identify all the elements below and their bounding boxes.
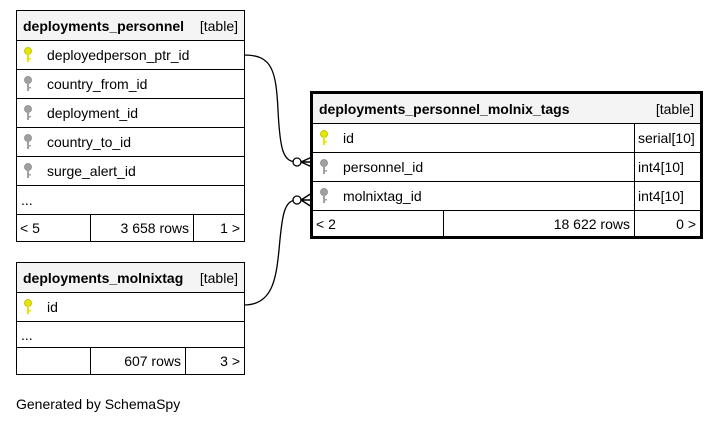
more-columns: ...: [21, 192, 33, 208]
column-name: id: [343, 130, 354, 146]
foreign-key-icon: [320, 188, 328, 203]
relationship-personnel-optional-marker: [292, 157, 302, 167]
column-name: deployedperson_ptr_id: [47, 47, 190, 63]
column-row[interactable]: country_from_id: [17, 70, 244, 99]
parents-count[interactable]: < 5: [17, 215, 91, 241]
column-type: int4[10]: [634, 153, 700, 181]
table-kind: [table]: [199, 269, 238, 286]
children-count: 0 >: [676, 215, 696, 232]
row-count: 3 658 rows: [91, 215, 194, 241]
column-row[interactable]: deployedperson_ptr_id: [17, 41, 244, 70]
table-footer: 607 rows 3 >: [17, 348, 244, 374]
relationship-personnel-link: [243, 54, 298, 163]
primary-key-icon: [320, 130, 328, 145]
column-name: id: [47, 299, 58, 315]
column-name: surge_alert_id: [47, 163, 136, 179]
table-deployments-molnixtag[interactable]: deployments_molnixtag [table] id ... 607…: [16, 262, 245, 375]
table-deployments-personnel-molnix-tags[interactable]: deployments_personnel_molnix_tags [table…: [310, 91, 703, 239]
parents-count: [17, 348, 91, 374]
primary-key-icon: [24, 47, 32, 62]
column-name: molnixtag_id: [343, 188, 422, 204]
table-header[interactable]: deployments_molnixtag [table]: [17, 263, 244, 293]
table-kind: [table]: [655, 100, 694, 117]
parents-count[interactable]: < 2: [313, 211, 444, 236]
more-columns-row[interactable]: ...: [17, 186, 244, 215]
foreign-key-icon: [24, 105, 32, 120]
row-count: 18 622 rows: [444, 211, 635, 236]
table-name: deployments_personnel: [23, 17, 185, 34]
foreign-key-icon: [24, 76, 32, 91]
table-header[interactable]: deployments_personnel [table]: [17, 11, 244, 41]
table-name: deployments_personnel_molnix_tags: [319, 100, 570, 117]
children-count[interactable]: 3 >: [220, 353, 240, 369]
column-row[interactable]: personnel_id int4[10]: [313, 153, 700, 182]
column-row[interactable]: id serial[10]: [313, 124, 700, 153]
column-name: country_from_id: [47, 76, 148, 92]
column-name: deployment_id: [47, 105, 139, 121]
column-row[interactable]: deployment_id: [17, 99, 244, 128]
column-name: country_to_id: [47, 134, 132, 150]
column-row[interactable]: id: [17, 293, 244, 322]
table-header[interactable]: deployments_personnel_molnix_tags [table…: [313, 94, 700, 124]
more-columns-row[interactable]: ...: [17, 322, 244, 348]
table-footer: < 5 3 658 rows 1 >: [17, 215, 244, 241]
column-row[interactable]: molnixtag_id int4[10]: [313, 182, 700, 211]
column-name: personnel_id: [343, 159, 424, 175]
row-count: 607 rows: [91, 348, 186, 374]
children-count[interactable]: 1 >: [220, 220, 240, 236]
foreign-key-icon: [24, 163, 32, 178]
foreign-key-icon: [320, 159, 328, 174]
table-deployments-personnel[interactable]: deployments_personnel [table] deployedpe…: [16, 10, 245, 242]
table-name: deployments_molnixtag: [23, 269, 184, 286]
column-row[interactable]: country_to_id: [17, 128, 244, 157]
column-type: int4[10]: [634, 182, 700, 210]
column-type: serial[10]: [634, 124, 700, 152]
relationship-molnixtag-link: [243, 199, 298, 306]
table-footer: < 2 18 622 rows 0 >: [313, 211, 700, 236]
more-columns: ...: [21, 326, 33, 343]
primary-key-icon: [24, 299, 32, 314]
column-row[interactable]: surge_alert_id: [17, 157, 244, 186]
generated-by-label: Generated by SchemaSpy: [16, 396, 181, 412]
table-kind: [table]: [199, 17, 238, 34]
foreign-key-icon: [24, 134, 32, 149]
relationship-molnixtag-optional-marker: [292, 195, 302, 205]
